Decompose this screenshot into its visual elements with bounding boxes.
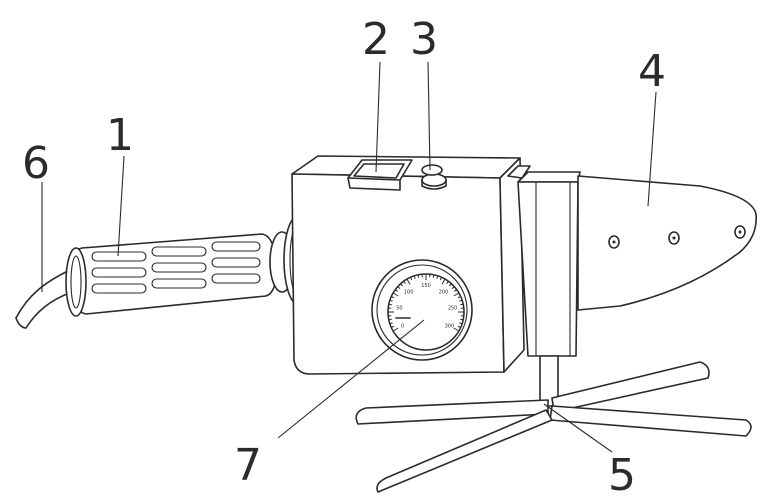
dial-tick	[389, 299, 393, 302]
callout-3: 3	[410, 14, 438, 65]
dial-scale-number: 0	[401, 324, 404, 330]
dial-tick	[392, 327, 399, 332]
dial-tick	[457, 325, 461, 328]
callout-5: 5	[608, 450, 636, 497]
dial-scale: 0 50 100 150 200 250 300	[388, 274, 464, 332]
leader-5	[543, 403, 613, 453]
dial-tick	[417, 274, 420, 278]
dial-tick	[436, 275, 439, 279]
dial-tick	[441, 278, 446, 285]
indicator-lamp	[421, 164, 447, 190]
dial-tick	[453, 327, 460, 332]
dial-tick	[388, 303, 392, 306]
dial-tick	[439, 277, 442, 281]
dial-tick	[388, 318, 392, 321]
dial-tick	[453, 292, 460, 297]
leader-3	[427, 61, 431, 171]
dial-tick	[460, 303, 464, 306]
leader-lines	[41, 61, 657, 453]
callout-1: 1	[106, 110, 134, 161]
dial-tick	[406, 278, 411, 285]
power-cord	[15, 269, 73, 329]
power-switch	[347, 159, 413, 191]
leader-4	[647, 91, 657, 207]
dial-tick	[397, 286, 401, 289]
dial-tick	[413, 275, 416, 279]
dial-scale-number: 50	[396, 305, 402, 311]
dial-tick	[394, 289, 398, 292]
dial-tick	[391, 325, 395, 328]
dial-tick	[454, 289, 458, 292]
dial-scale-number: 300	[445, 324, 455, 330]
callout-4: 4	[638, 46, 666, 97]
plate-bracket	[507, 165, 581, 357]
dial-tick	[451, 286, 455, 289]
dial-tick	[459, 299, 463, 302]
handle-grip	[65, 215, 313, 317]
dial-tick	[459, 322, 463, 325]
dial-tick	[389, 322, 393, 325]
callout-7: 7	[234, 440, 262, 491]
dial-scale-number: 100	[404, 289, 414, 295]
dial-tick	[410, 277, 413, 281]
temperature-dial: 0 50 100 150 200 250 300	[371, 259, 473, 361]
dial-tick	[400, 283, 403, 287]
dial-tick	[457, 296, 461, 299]
leader-1	[117, 155, 125, 257]
dial-tick	[446, 280, 449, 284]
leader-2	[375, 61, 381, 173]
dial-scale-number: 150	[421, 283, 431, 289]
heating-plate	[577, 175, 757, 311]
dial-tick	[460, 318, 464, 321]
callout-2: 2	[362, 14, 390, 65]
dial-tick	[432, 274, 435, 278]
leader-7	[277, 319, 425, 439]
stand	[355, 355, 752, 493]
dial-tick	[391, 296, 395, 299]
dial-tick	[403, 280, 406, 284]
dial-scale-number: 250	[448, 305, 458, 311]
dial-tick	[392, 292, 399, 297]
dial-tick	[449, 283, 452, 287]
callout-6: 6	[22, 138, 50, 189]
dial-scale-number: 200	[439, 289, 449, 295]
